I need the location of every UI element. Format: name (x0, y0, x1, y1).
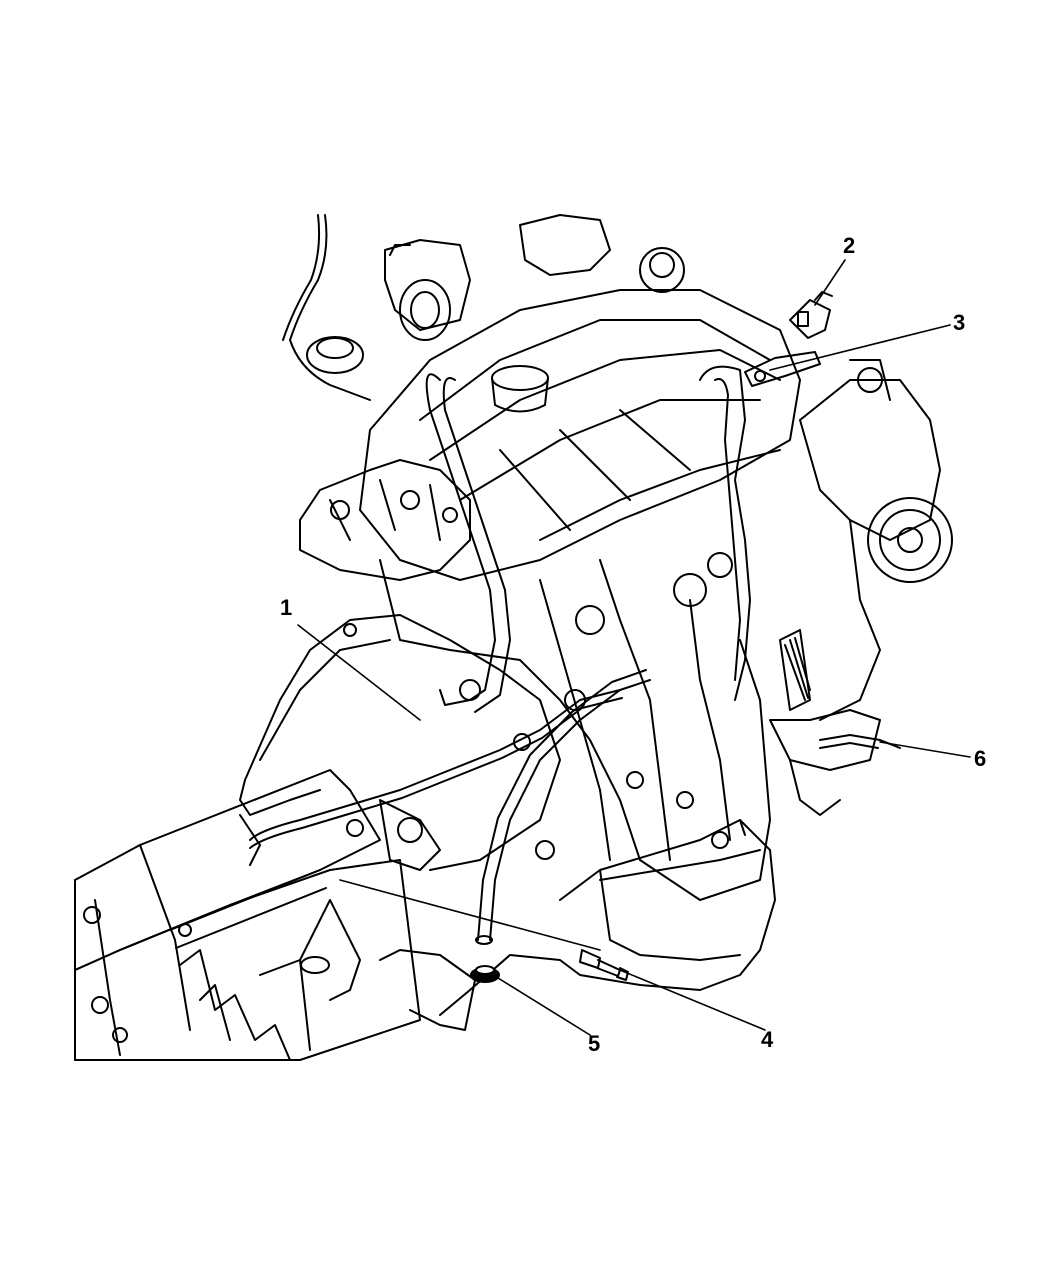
callout-number-2: 2 (843, 233, 856, 258)
leader-line-5 (497, 977, 591, 1036)
part-2-sensor (789, 291, 833, 339)
leader-line-4 (614, 967, 766, 1031)
callout-number-3: 3 (953, 310, 966, 335)
transmission-housing (74, 769, 421, 1061)
exhaust-manifold (299, 459, 471, 581)
part-4-bolt (579, 949, 629, 981)
fill-neck-bracket (299, 899, 476, 1031)
part-5-grommet (470, 965, 500, 983)
callout-leader-lines (297, 259, 971, 1036)
leader-line-guide (339, 879, 601, 951)
part-6-fitting (819, 734, 901, 749)
part-3-bracket (744, 351, 821, 387)
leader-line-6 (879, 741, 971, 758)
callout-number-5: 5 (588, 1031, 601, 1056)
throttle-body (306, 214, 685, 374)
oil-filler-cap (491, 365, 549, 413)
leader-line-1 (297, 624, 421, 721)
callout-number-4: 4 (761, 1027, 774, 1052)
callout-number-1: 1 (280, 595, 293, 620)
oil-pan (439, 819, 776, 1016)
transmission-fill-tube (475, 669, 651, 945)
front-accessories (769, 359, 953, 816)
leader-line-3 (769, 324, 951, 371)
coolant-hose (425, 365, 751, 713)
wiring-harness (282, 214, 371, 401)
callout-number-6: 6 (974, 746, 987, 771)
leader-line-2 (814, 259, 846, 306)
bell-housing (239, 614, 561, 871)
cylinder-head (359, 289, 801, 581)
oil-cooler-lines (239, 689, 623, 866)
